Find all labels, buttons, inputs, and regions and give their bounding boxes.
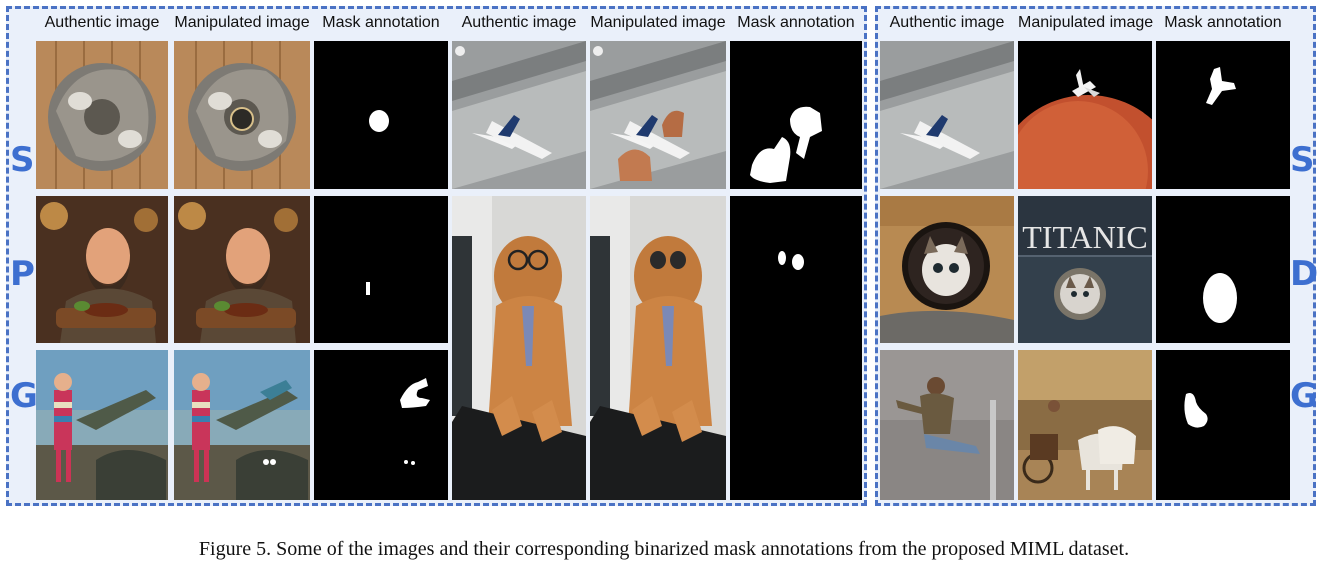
manipulated-titanic-image: TITANIC (1018, 196, 1152, 343)
authentic-guitar-cat-image (880, 196, 1014, 343)
authentic-airplane-image-2 (880, 41, 1014, 189)
header-mask-2: Mask annotation (737, 14, 855, 31)
mask-airplane-image (730, 41, 862, 189)
authentic-man-image (36, 196, 168, 343)
titanic-text: TITANIC (1022, 219, 1147, 255)
manipulated-cats-image (174, 41, 310, 189)
header-mask-3: Mask annotation (1164, 14, 1282, 31)
manipulated-airplane-image (590, 41, 726, 189)
header-authentic-1: Authentic image (44, 14, 160, 31)
manipulated-chariot-image (1018, 350, 1152, 500)
header-manipulated-1: Manipulated image (174, 14, 310, 31)
authentic-airplane-image (452, 41, 586, 189)
authentic-woman-image (880, 350, 1014, 500)
figure-caption: Figure 5. Some of the images and their c… (198, 538, 1130, 560)
authentic-cats-image (36, 41, 168, 189)
mask-cats-image (314, 41, 448, 189)
mask-man-image (314, 196, 448, 343)
header-authentic-2: Authentic image (461, 14, 577, 31)
authentic-dog-image (452, 196, 586, 500)
row-label-s-left: S (10, 140, 35, 180)
header-authentic-3: Authentic image (889, 14, 1005, 31)
row-label-d: D (1290, 254, 1319, 294)
manipulated-man-image (174, 196, 310, 343)
mask-girl-image (314, 350, 448, 500)
manipulated-dog-image (590, 196, 726, 500)
row-label-p: P (10, 254, 35, 294)
authentic-girl-image (36, 350, 168, 500)
row-label-s-right: S (1290, 140, 1315, 180)
mask-chariot-image (1156, 350, 1290, 500)
row-label-g-right: G (1290, 376, 1318, 416)
mask-dog-image (730, 196, 862, 500)
row-label-g-left: G (10, 376, 38, 416)
header-manipulated-3: Manipulated image (1018, 14, 1154, 31)
header-manipulated-2: Manipulated image (590, 14, 726, 31)
manipulated-girl-image (174, 350, 310, 500)
mask-titanic-image (1156, 196, 1290, 343)
mask-red-planet-image (1156, 41, 1290, 189)
header-mask-1: Mask annotation (322, 14, 440, 31)
manipulated-red-planet-image (1018, 41, 1152, 189)
